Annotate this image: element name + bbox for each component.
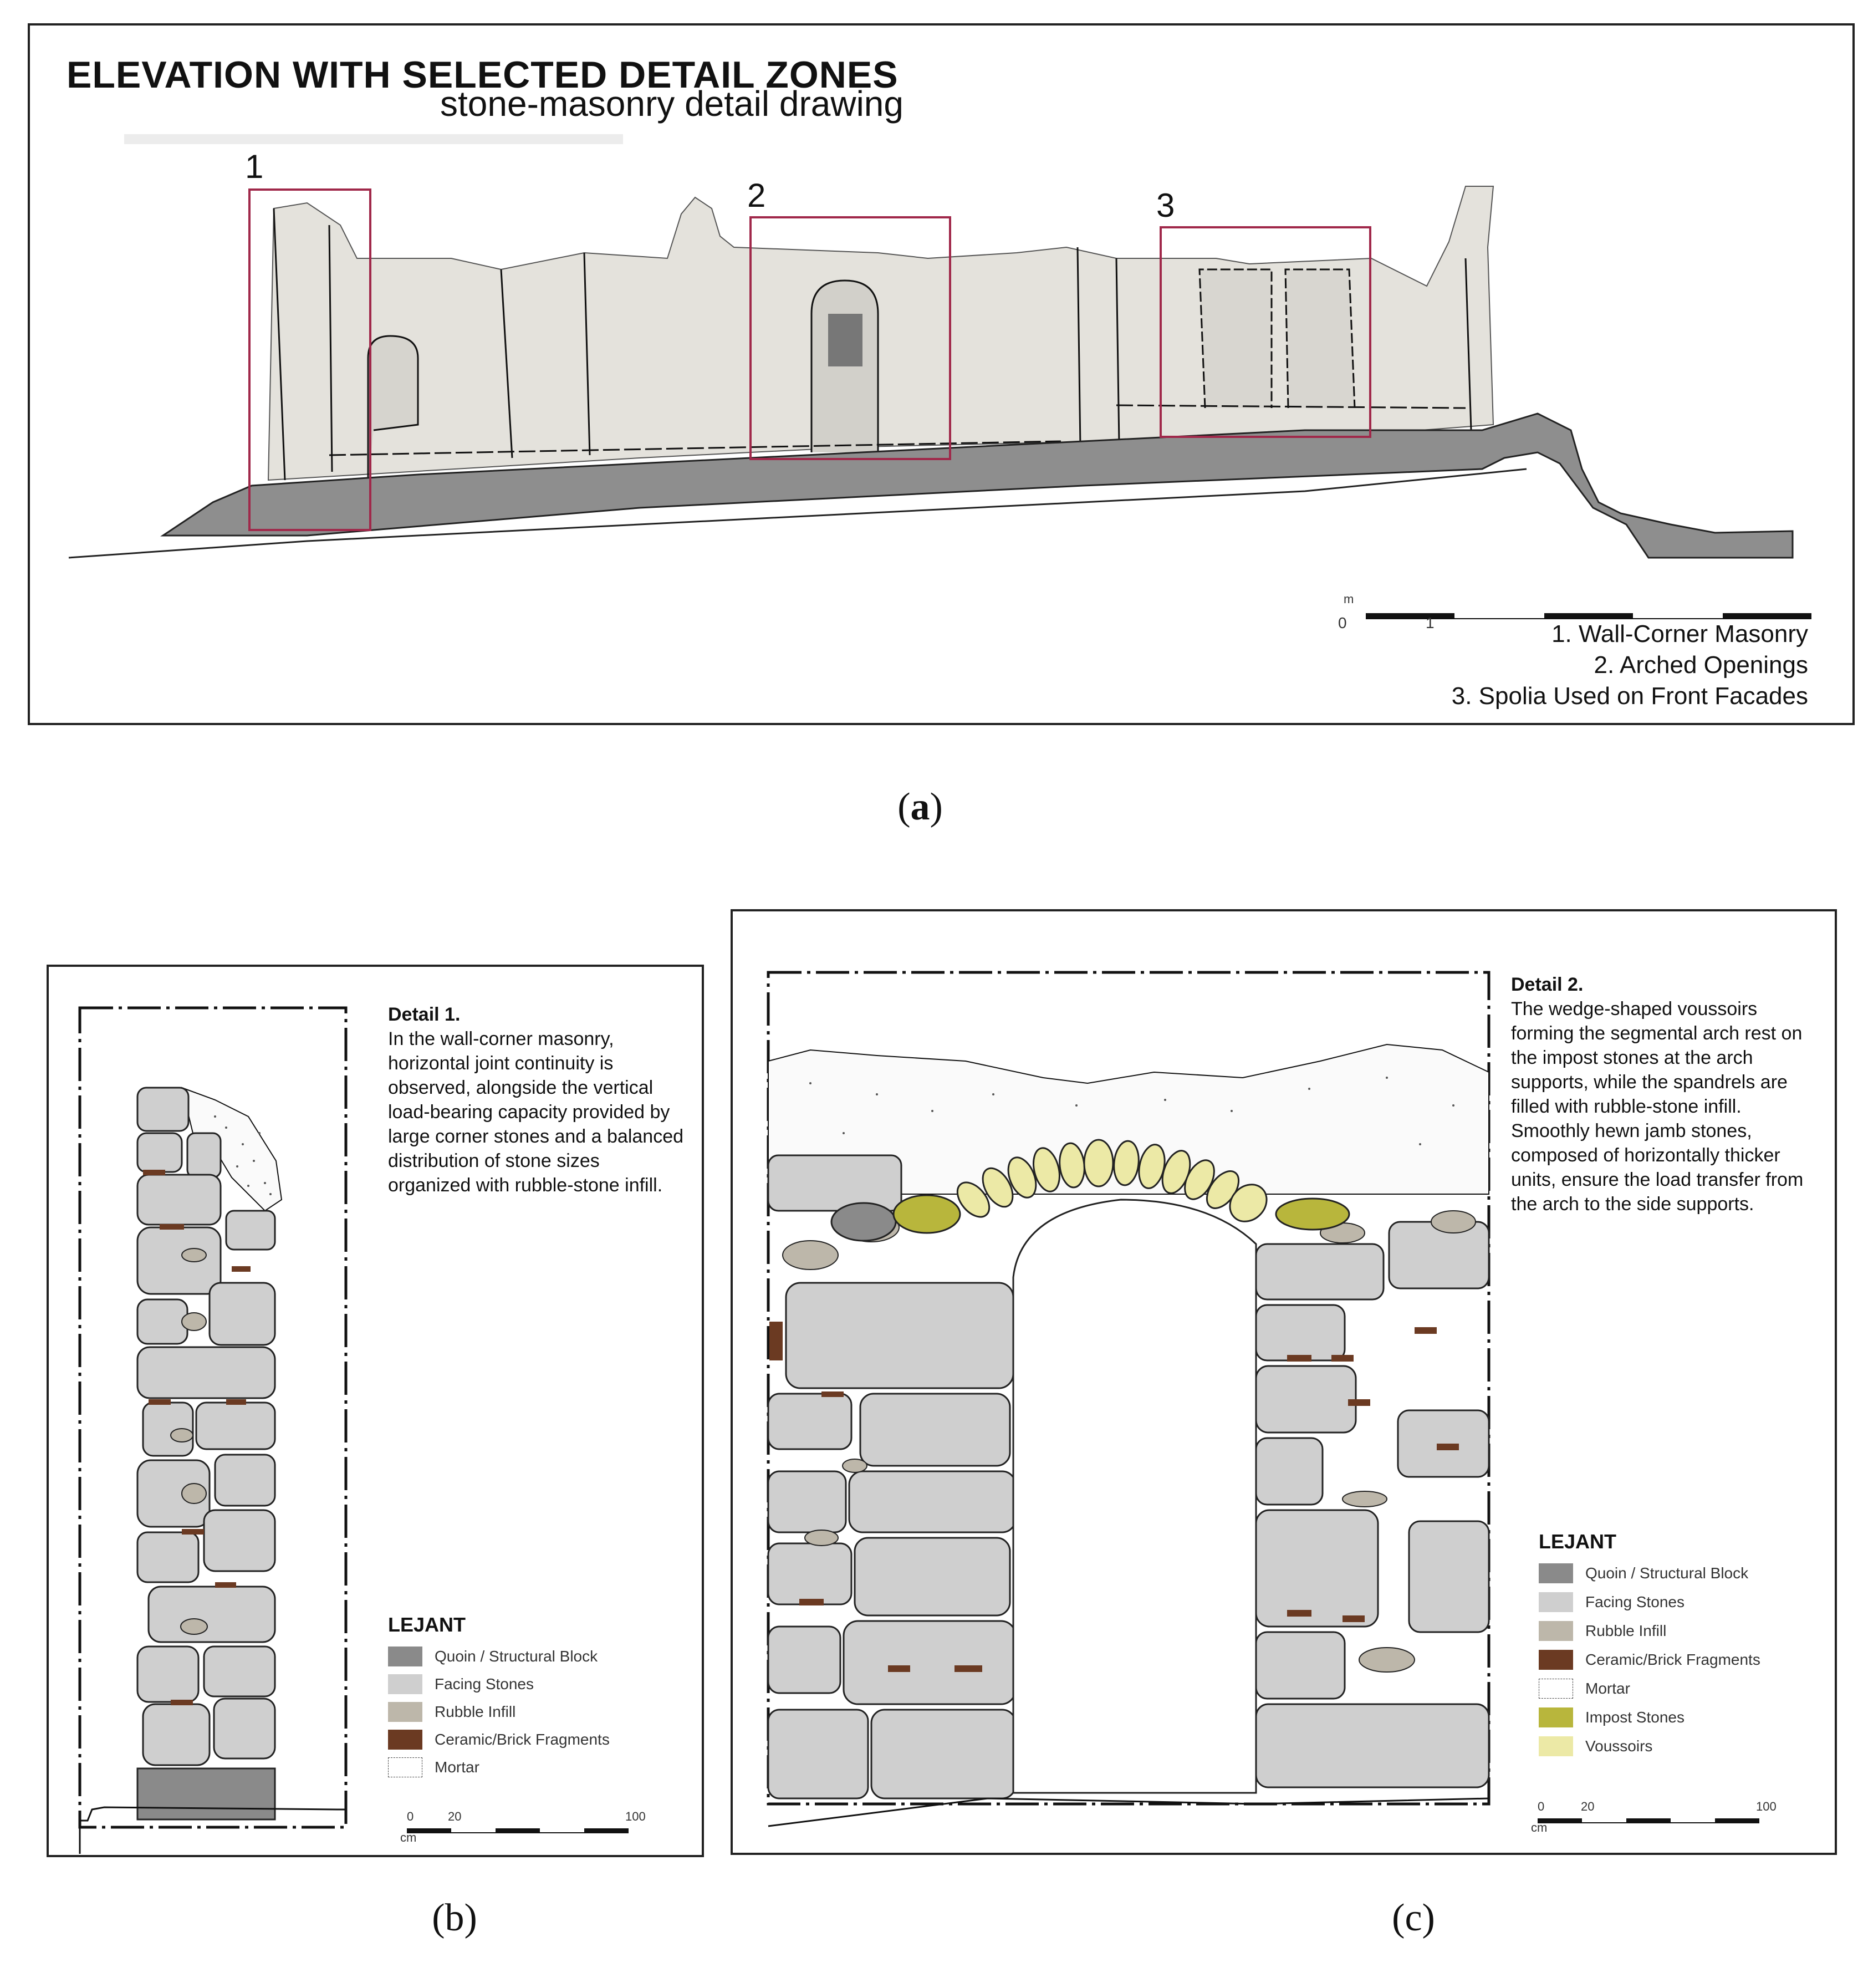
zone-box-3 — [1160, 226, 1371, 438]
detail-2-scale-end: 100 — [1756, 1800, 1777, 1813]
zone-label-2: 2 — [747, 177, 766, 214]
arch-brick-fragments — [769, 1322, 1459, 1672]
swatch-rubble — [1539, 1621, 1573, 1641]
detail-1-scale-end: 100 — [625, 1809, 646, 1823]
detail-1-panel: Detail 1. In the wall-corner masonry, ho… — [47, 965, 704, 1857]
legend-item-mortar: Mortar — [1539, 1679, 1630, 1699]
detail-1-scale-unit: cm — [400, 1831, 417, 1844]
detail-2-text: The wedge-shaped voussoirs forming the s… — [1511, 998, 1804, 1215]
elevation-legend: 1. Wall-Corner Masonry 2. Arched Opening… — [1452, 619, 1808, 712]
elevation-drawing — [68, 134, 1794, 559]
zone-box-2 — [749, 216, 951, 460]
detail-2-scale-start: 0 — [1538, 1800, 1545, 1813]
legend-item-quoin: Quoin / Structural Block — [1539, 1563, 1748, 1583]
detail-2-scale-bar — [1538, 1818, 1759, 1823]
elevation-scale-bar — [1366, 613, 1811, 619]
swatch-facing — [1539, 1592, 1573, 1612]
detail-1-scale-bar — [407, 1828, 629, 1833]
swatch-brick — [388, 1730, 422, 1750]
elevation-legend-item: 1. Wall-Corner Masonry — [1551, 620, 1808, 648]
rubble-infill — [170, 1248, 208, 1635]
swatch-brick — [1539, 1650, 1573, 1670]
zone-box-1 — [248, 188, 371, 531]
legend-item-brick: Ceramic/Brick Fragments — [388, 1730, 610, 1750]
elevation-title: ELEVATION WITH SELECTED DETAIL ZONES — [67, 54, 899, 96]
swatch-rubble — [388, 1702, 422, 1722]
zone-label-1: 1 — [245, 148, 264, 185]
detail-1-scale-mid: 20 — [448, 1809, 462, 1823]
detail-2-description: Detail 2. The wedge-shaped voussoirs for… — [1511, 972, 1821, 1216]
swatch-facing — [388, 1674, 422, 1694]
elevation-subtitle: stone-masonry detail drawing — [440, 84, 904, 124]
legend-item-facing: Facing Stones — [388, 1674, 534, 1694]
detail-1-heading: Detail 1. — [388, 1004, 461, 1025]
legend-item-mortar: Mortar — [388, 1757, 479, 1777]
detail-2-heading: Detail 2. — [1511, 974, 1584, 995]
legend-item-voussoir: Voussoirs — [1539, 1736, 1652, 1756]
swatch-mortar — [1539, 1679, 1573, 1699]
legend-item-brick: Ceramic/Brick Fragments — [1539, 1650, 1760, 1670]
elevation-panel: ELEVATION WITH SELECTED DETAIL ZONES sto… — [28, 23, 1855, 725]
arched-opening-drawing — [767, 971, 1759, 1827]
left-jamb-stones — [767, 1154, 1017, 1800]
elevation-legend-item: 2. Arched Openings — [1594, 651, 1808, 679]
detail-1-description: Detail 1. In the wall-corner masonry, ho… — [388, 1002, 687, 1197]
caption-a: (a) — [897, 786, 943, 828]
detail-2-legend-title: LEJANT — [1539, 1530, 1617, 1553]
detail-1-scale-start: 0 — [407, 1809, 414, 1823]
impost-stone-right — [1275, 1197, 1350, 1231]
detail-1-legend-title: LEJANT — [388, 1613, 466, 1636]
legend-item-facing: Facing Stones — [1539, 1592, 1685, 1612]
elevation-scale-unit: m — [1344, 592, 1354, 606]
swatch-voussoir — [1539, 1736, 1573, 1756]
legend-item-rubble: Rubble Infill — [388, 1702, 515, 1722]
detail-2-panel: Detail 2. The wedge-shaped voussoirs for… — [731, 909, 1837, 1855]
swatch-quoin — [388, 1647, 422, 1666]
elevation-scale-end: 1 — [1426, 614, 1435, 631]
elevation-legend-item: 3. Spolia Used on Front Facades — [1451, 682, 1808, 710]
legend-item-rubble: Rubble Infill — [1539, 1621, 1666, 1641]
zone-label-3: 3 — [1156, 187, 1175, 224]
caption-b: (b) — [432, 1897, 477, 1939]
ground-mass — [160, 412, 1794, 559]
facing-stones — [136, 1087, 276, 1766]
impost-stone-left — [892, 1194, 961, 1234]
detail-1-text: In the wall-corner masonry, horizontal j… — [388, 1028, 684, 1196]
quoin-block — [136, 1767, 276, 1821]
elevation-scale-start: 0 — [1338, 614, 1347, 631]
brick-fragments — [143, 1170, 251, 1705]
right-jamb-stones — [1255, 1221, 1490, 1788]
swatch-mortar — [388, 1757, 422, 1777]
swatch-impost — [1539, 1707, 1573, 1727]
swatch-quoin — [1539, 1563, 1573, 1583]
legend-item-impost: Impost Stones — [1539, 1707, 1685, 1727]
voussoirs — [956, 1139, 1268, 1222]
wall-corner-drawing — [78, 1006, 629, 1854]
legend-item-quoin: Quoin / Structural Block — [388, 1647, 598, 1666]
caption-c: (c) — [1392, 1897, 1435, 1939]
detail-2-scale-mid: 20 — [1581, 1800, 1595, 1813]
detail-2-scale-unit: cm — [1531, 1821, 1548, 1834]
